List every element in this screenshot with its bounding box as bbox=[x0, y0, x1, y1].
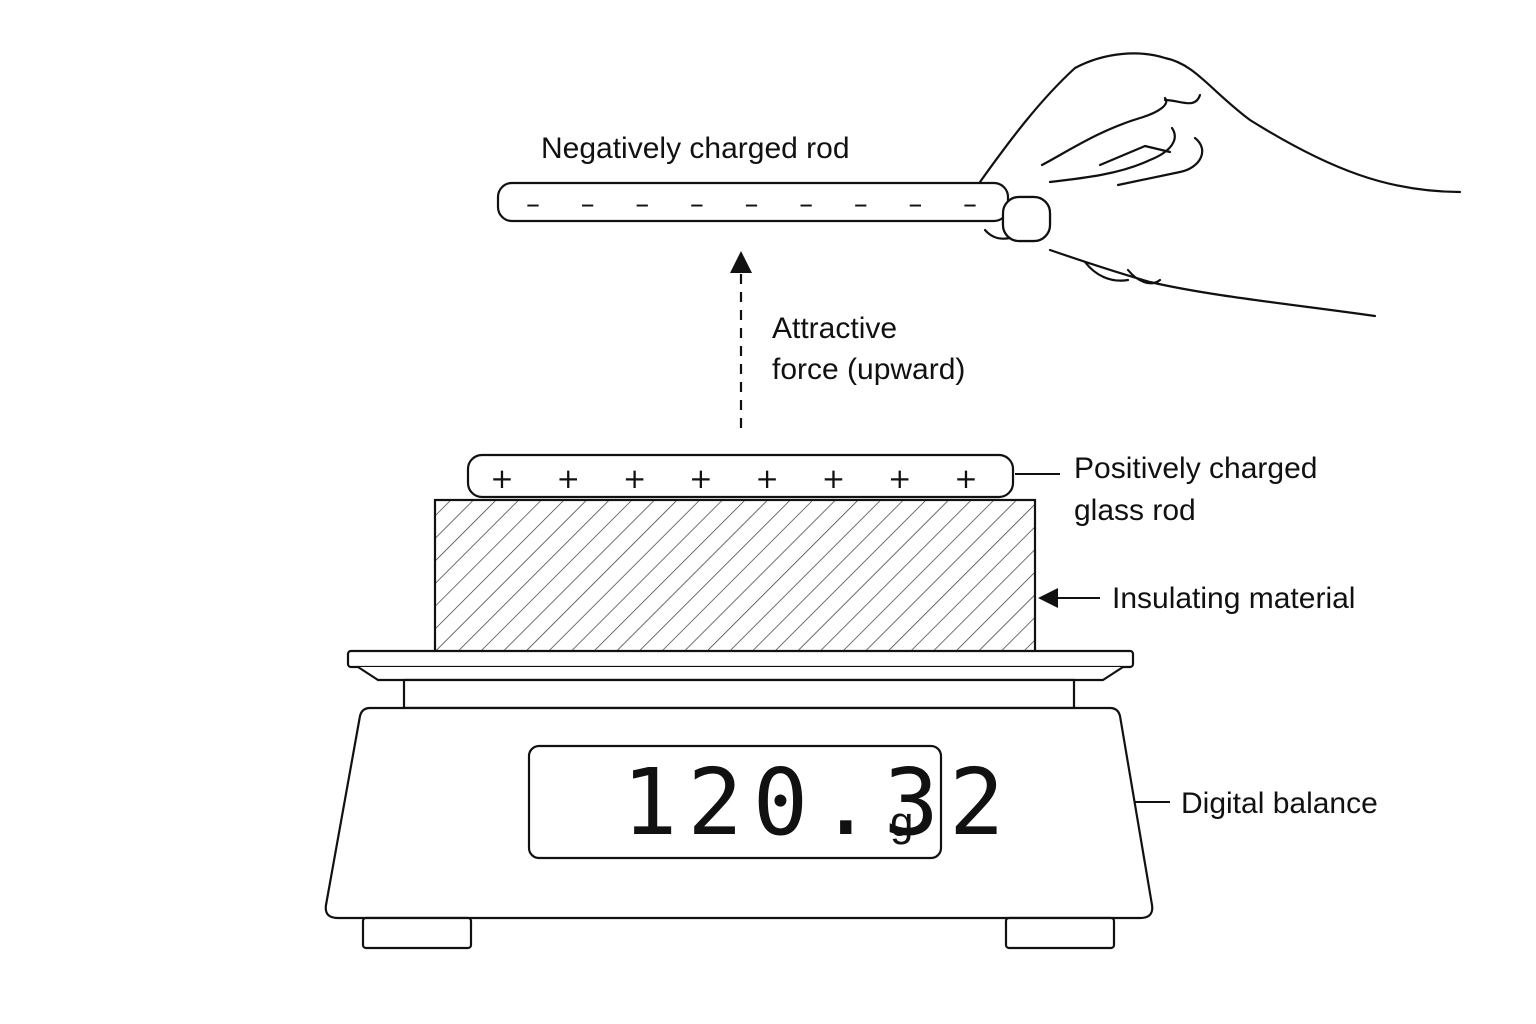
negative-charge-symbol: – bbox=[635, 187, 649, 220]
negative-rod-label: Negatively charged rod bbox=[541, 132, 850, 165]
negative-charge-symbol: – bbox=[854, 187, 868, 220]
positive-charge-symbol: + bbox=[490, 462, 513, 495]
negative-charge-symbol: – bbox=[526, 187, 540, 220]
negative-charge-symbol: – bbox=[963, 187, 977, 220]
hand-illustration bbox=[978, 52, 1462, 318]
positive-charge-symbol: + bbox=[822, 462, 845, 495]
positive-charges: + + + + + + + + bbox=[490, 462, 977, 495]
balance-neck bbox=[402, 678, 1076, 710]
balance-foot-right bbox=[1004, 916, 1116, 950]
digital-balance bbox=[324, 649, 1154, 950]
display-unit: g bbox=[890, 798, 913, 845]
balance-foot-left bbox=[361, 916, 473, 950]
balance-pan-underside bbox=[357, 666, 1124, 682]
force-label-line2: force (upward) bbox=[772, 353, 965, 386]
positive-rod-label-line1: Positively charged bbox=[1074, 452, 1317, 485]
balance-display bbox=[527, 744, 943, 860]
positive-charge-symbol: + bbox=[689, 462, 712, 495]
positive-charge-symbol: + bbox=[954, 462, 977, 495]
positive-glass-rod bbox=[466, 453, 1015, 499]
negative-charge-symbol: – bbox=[581, 187, 595, 220]
negative-charge-symbol: – bbox=[799, 187, 813, 220]
positive-charge-symbol: + bbox=[623, 462, 646, 495]
thumb bbox=[1001, 195, 1052, 243]
positive-charge-symbol: + bbox=[755, 462, 778, 495]
display-reading: 120.32 bbox=[622, 749, 1014, 856]
positive-charge-symbol: + bbox=[888, 462, 911, 495]
balance-pan bbox=[346, 649, 1135, 669]
positive-rod-label-line2: glass rod bbox=[1074, 494, 1196, 527]
insulator-label: Insulating material bbox=[1112, 582, 1355, 615]
negative-charge-symbol: – bbox=[690, 187, 704, 220]
force-label-line1: Attractive bbox=[772, 312, 897, 345]
balance-label: Digital balance bbox=[1181, 787, 1378, 820]
positive-charge-symbol: + bbox=[557, 462, 580, 495]
insulating-block bbox=[433, 498, 1037, 654]
negative-charges: ––––––––– bbox=[526, 187, 977, 220]
negative-charge-symbol: – bbox=[908, 187, 922, 220]
negative-charge-symbol: – bbox=[745, 187, 759, 220]
